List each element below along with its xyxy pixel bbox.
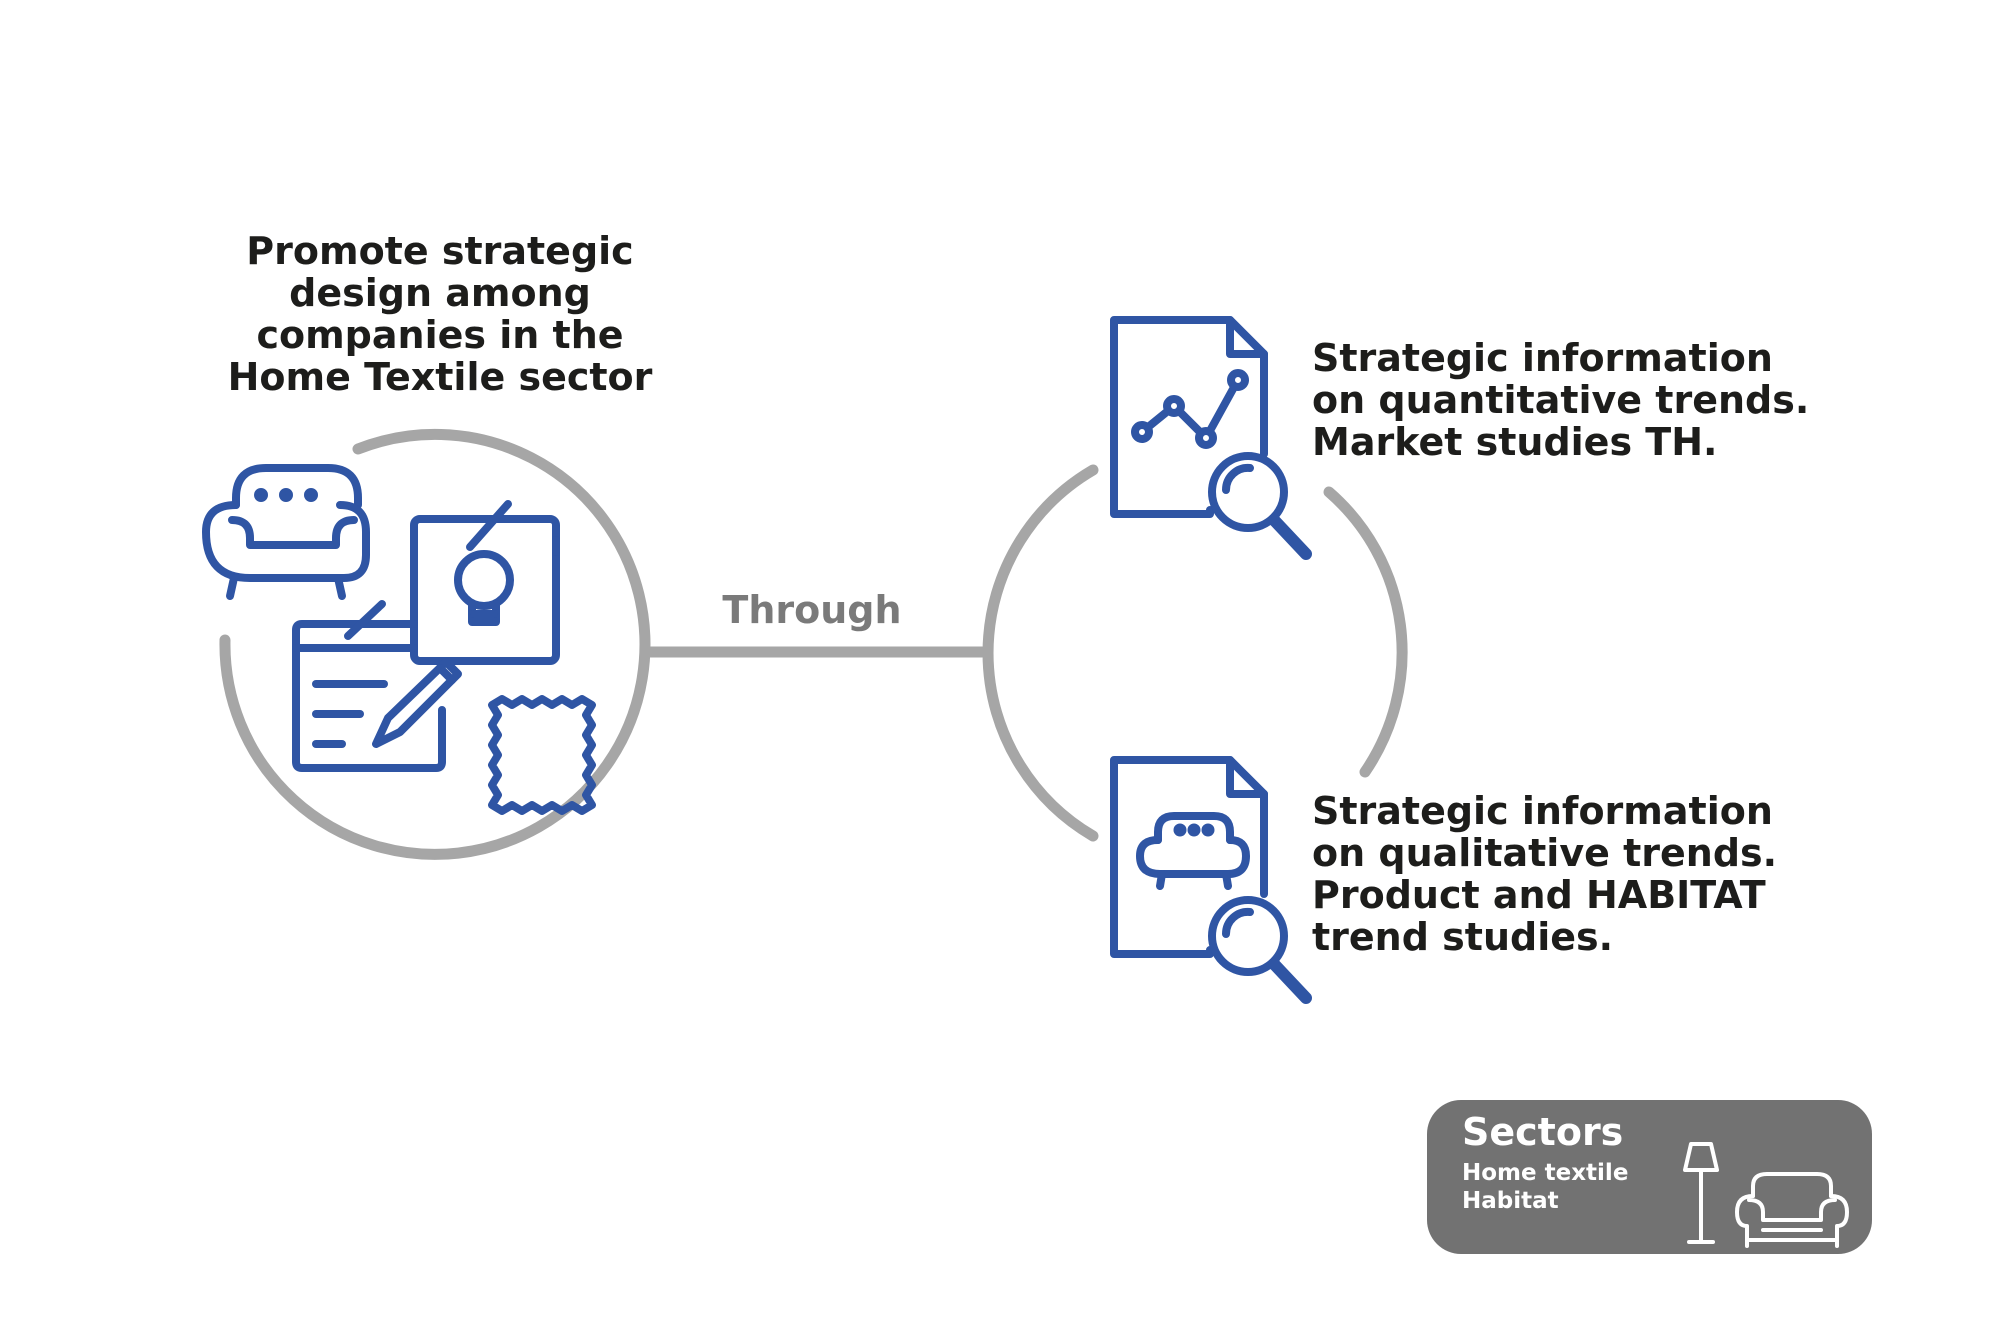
output-line: Strategic information bbox=[1312, 789, 1773, 833]
output-line: Market studies TH. bbox=[1312, 420, 1718, 464]
chart-document-search-icon bbox=[1110, 316, 1312, 560]
connector-label: Through bbox=[722, 588, 902, 632]
output-line: on quantitative trends. bbox=[1312, 378, 1810, 422]
fabric-swatch-icon bbox=[488, 695, 596, 815]
goal-ring bbox=[219, 428, 651, 860]
notepad-pencil-icon bbox=[292, 600, 462, 772]
goal-line: Promote strategic bbox=[246, 229, 634, 273]
armchair-document-search-icon bbox=[1110, 756, 1312, 1004]
floor-lamp-icon bbox=[1683, 1142, 1719, 1244]
armchair-icon bbox=[202, 464, 370, 600]
sector-icons bbox=[1683, 1142, 1849, 1248]
sector-item: Habitat bbox=[1462, 1188, 1559, 1214]
armchair-icon bbox=[1735, 1172, 1849, 1248]
sectors-badge: Sectors Home textile Habitat bbox=[1427, 1100, 1872, 1254]
goal-line: companies in the bbox=[256, 313, 624, 357]
sectors-title: Sectors bbox=[1462, 1110, 1624, 1154]
output-line: trend studies. bbox=[1312, 915, 1614, 959]
outputs-ring-right bbox=[1323, 486, 1408, 778]
goal-line: design among bbox=[289, 271, 591, 315]
output-text-qualitative: Strategic information on qualitative tre… bbox=[1312, 790, 1777, 958]
goal-icon-cluster bbox=[202, 464, 596, 815]
output-line: on qualitative trends. bbox=[1312, 831, 1778, 875]
output-line: Strategic information bbox=[1312, 336, 1773, 380]
outputs-ring-left bbox=[982, 464, 1099, 842]
output-line: Product and HABITAT bbox=[1312, 873, 1766, 917]
goal-line: Home Textile sector bbox=[227, 355, 653, 399]
output-text-quantitative: Strategic information on quantitative tr… bbox=[1312, 337, 1809, 463]
lightbulb-board-icon bbox=[410, 500, 560, 665]
sector-item: Home textile bbox=[1462, 1160, 1629, 1186]
goal-text: Promote strategic design among companies… bbox=[180, 230, 700, 398]
